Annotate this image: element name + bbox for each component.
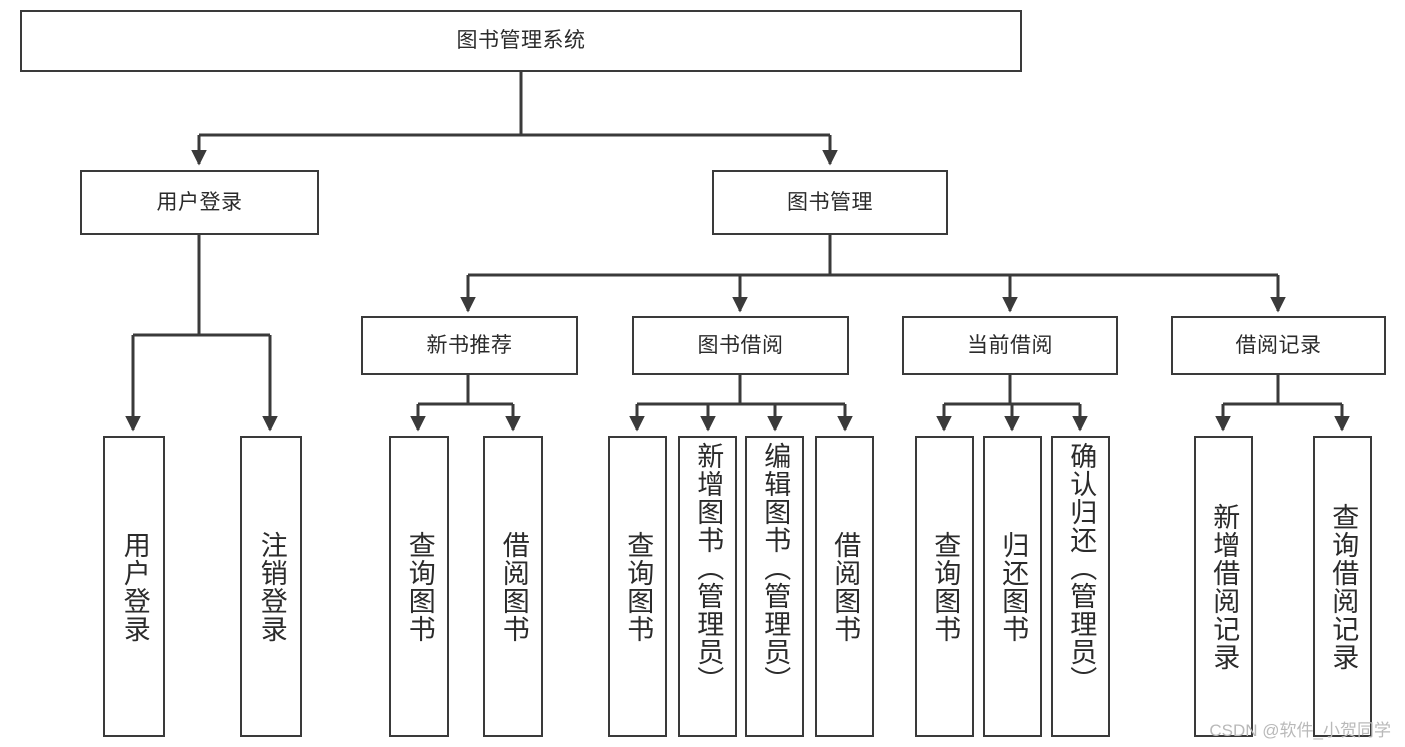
leaf-current-borrow-query-label: 查询图书 [930,530,961,643]
leaf-new-book-query-label: 查询图书 [404,530,435,643]
node-new-book-recommend-label: 新书推荐 [426,333,513,357]
leaf-book-borrow-query-label: 查询图书 [623,530,654,643]
leaf-user-login-logout-label: 注销登录 [256,530,287,643]
leaf-current-borrow-confirm-return[interactable]: 确认归还（管理员） [1051,436,1110,737]
leaf-current-borrow-return-label: 归还图书 [998,530,1029,643]
leaf-current-borrow-query[interactable]: 查询图书 [915,436,974,737]
leaf-book-borrow-query[interactable]: 查询图书 [608,436,667,737]
node-root-system[interactable]: 图书管理系统 [20,10,1022,72]
leaf-book-borrow-add[interactable]: 新增图书（管理员） [678,436,737,737]
leaf-borrow-record-add-label: 新增借阅记录 [1209,502,1240,671]
node-new-book-recommend[interactable]: 新书推荐 [361,316,578,375]
leaf-book-borrow-add-label: 新增图书（管理员） [693,442,724,694]
watermark-text: CSDN @软件_小贺同学 [1209,721,1391,740]
node-book-borrow-label: 图书借阅 [697,333,784,357]
leaf-user-login-logout[interactable]: 注销登录 [240,436,302,737]
leaf-borrow-record-add[interactable]: 新增借阅记录 [1194,436,1253,737]
leaf-book-borrow-borrow-label: 借阅图书 [830,530,861,643]
node-user-login[interactable]: 用户登录 [80,170,319,235]
leaf-new-book-borrow[interactable]: 借阅图书 [483,436,543,737]
node-borrow-record-label: 借阅记录 [1235,333,1322,357]
leaf-borrow-record-query-label: 查询借阅记录 [1328,502,1359,671]
node-current-borrow-label: 当前借阅 [967,333,1053,357]
node-book-management-label: 图书管理 [787,190,873,214]
node-root-system-label: 图书管理系统 [456,29,586,53]
leaf-user-login-login-label: 用户登录 [119,530,150,643]
leaf-current-borrow-return[interactable]: 归还图书 [983,436,1042,737]
node-book-management[interactable]: 图书管理 [712,170,948,235]
leaf-book-borrow-borrow[interactable]: 借阅图书 [815,436,874,737]
node-current-borrow[interactable]: 当前借阅 [902,316,1118,375]
node-user-login-label: 用户登录 [156,190,243,214]
leaf-borrow-record-query[interactable]: 查询借阅记录 [1313,436,1372,737]
node-book-borrow[interactable]: 图书借阅 [632,316,849,375]
node-borrow-record[interactable]: 借阅记录 [1171,316,1386,375]
leaf-new-book-query[interactable]: 查询图书 [389,436,449,737]
leaf-new-book-borrow-label: 借阅图书 [498,530,529,643]
leaf-user-login-login[interactable]: 用户登录 [103,436,165,737]
leaf-current-borrow-confirm-return-label: 确认归还（管理员） [1066,442,1097,694]
leaf-book-borrow-edit[interactable]: 编辑图书（管理员） [745,436,804,737]
leaf-book-borrow-edit-label: 编辑图书（管理员） [760,442,791,694]
